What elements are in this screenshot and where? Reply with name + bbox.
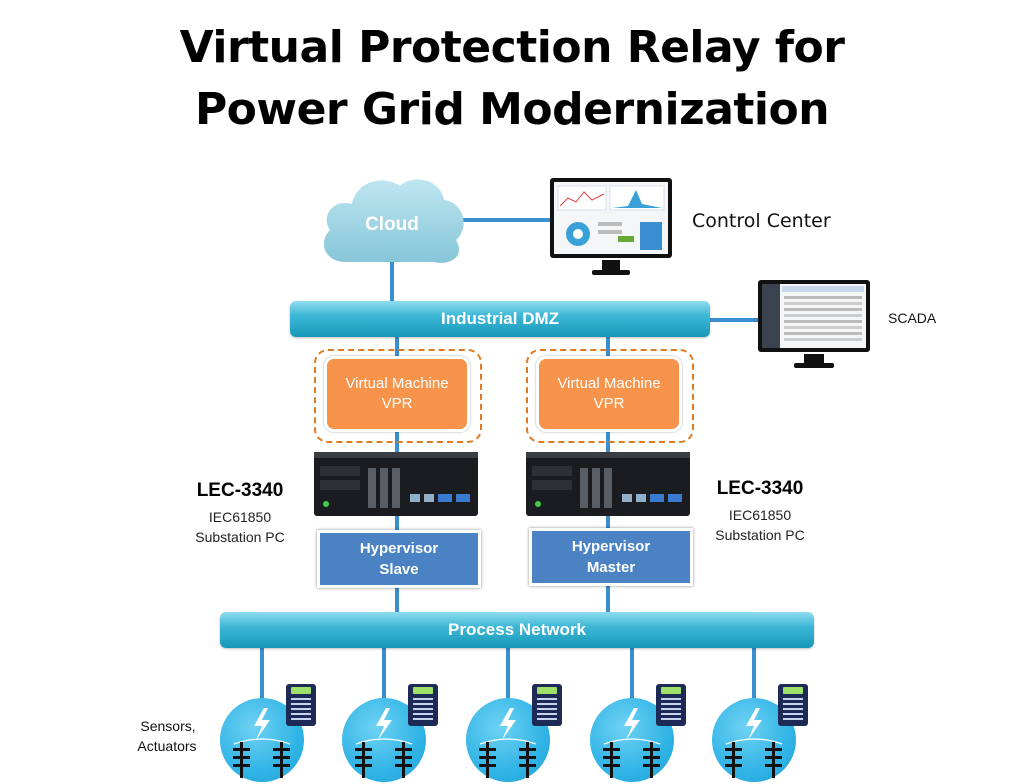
transmission-tower-icon <box>725 742 782 778</box>
cloud-to-control-center-link <box>462 218 554 222</box>
industrial-dmz-bar: Industrial DMZ <box>290 301 710 337</box>
server-icon <box>526 452 690 516</box>
left-device-type: Substation PC <box>195 529 285 545</box>
hypervisor-slave-role: Slave <box>379 561 419 578</box>
process-drop-1 <box>260 646 264 700</box>
lightning-icon <box>725 708 783 778</box>
relay-device-icon <box>778 684 808 726</box>
process-drop-5 <box>752 646 756 700</box>
diagram-title-line-1: Virtual Protection Relay for <box>179 22 845 73</box>
left-virtual-machine: Virtual Machine VPR <box>324 356 470 432</box>
right-vm-sublabel: VPR <box>593 395 625 412</box>
process-drop-4 <box>630 646 634 700</box>
cloud-node: Cloud <box>316 172 468 270</box>
sensors-label: Sensors, <box>140 718 196 734</box>
left-vm-label: Virtual Machine <box>345 375 449 392</box>
process-network-bar: Process Network <box>220 612 814 648</box>
process-drop-3 <box>506 646 510 700</box>
lightning-icon <box>233 708 291 778</box>
right-vm-dashed-frame <box>526 349 694 443</box>
actuators-label: Actuators <box>137 738 197 754</box>
transmission-tower-icon <box>233 742 290 778</box>
scada-label: SCADA <box>888 310 937 326</box>
right-device-name: LEC-3340 <box>716 478 804 499</box>
left-vm-sublabel: VPR <box>381 395 413 412</box>
hypervisor-slave: Hypervisor Slave <box>317 530 481 588</box>
left-device-standard: IEC61850 <box>208 509 272 525</box>
monitor-icon <box>758 280 870 368</box>
hypervisor-slave-label: Hypervisor <box>359 540 439 557</box>
cloud-to-dmz-link <box>390 262 394 304</box>
lightning-icon <box>355 708 413 778</box>
control-center-label: Control Center <box>692 210 831 232</box>
hypervisor-master-role: Master <box>586 559 636 576</box>
monitor-icon <box>550 178 672 275</box>
server-icon <box>314 452 478 516</box>
transmission-tower-icon <box>355 742 412 778</box>
cloud-label: Cloud <box>365 214 419 235</box>
sensor-node-5 <box>712 698 796 782</box>
transmission-tower-icon <box>603 742 660 778</box>
right-lec-3340-server <box>526 452 690 516</box>
left-lec-3340-server <box>314 452 478 516</box>
relay-device-icon <box>656 684 686 726</box>
transmission-tower-icon <box>479 742 536 778</box>
right-vm-label: Virtual Machine <box>557 375 661 392</box>
right-device-standard: IEC61850 <box>728 507 792 523</box>
right-virtual-machine: Virtual Machine VPR <box>536 356 682 432</box>
relay-device-icon <box>286 684 316 726</box>
dmz-to-scada-link <box>708 318 758 322</box>
scada-monitor <box>756 278 872 372</box>
control-center-monitor <box>548 176 674 278</box>
relay-device-icon <box>408 684 438 726</box>
cloud-icon <box>323 179 464 263</box>
hypervisor-master-label: Hypervisor <box>571 538 651 555</box>
right-device-type: Substation PC <box>715 527 805 543</box>
relay-device-icon <box>532 684 562 726</box>
lightning-icon <box>603 708 661 778</box>
left-vm-dashed-frame <box>314 349 482 443</box>
lightning-icon <box>479 708 537 778</box>
process-drop-2 <box>382 646 386 700</box>
hypervisor-master: Hypervisor Master <box>529 528 693 586</box>
left-device-name: LEC-3340 <box>196 480 284 501</box>
diagram-title-line-2: Power Grid Modernization <box>194 84 830 135</box>
sensor-node-4 <box>590 698 674 782</box>
